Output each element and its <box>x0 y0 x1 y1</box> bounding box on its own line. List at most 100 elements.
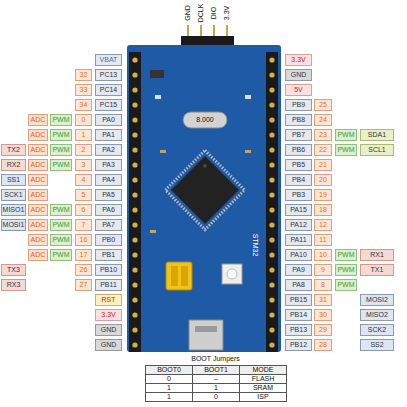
header-pin <box>132 252 137 257</box>
pin-number: 29 <box>314 324 332 336</box>
table-cell: ISP <box>239 392 287 402</box>
pin-label: PB13 <box>285 324 312 336</box>
pin-label: PA9 <box>285 264 312 276</box>
pin-number: 18 <box>314 204 332 216</box>
pin-number: 32 <box>75 69 92 81</box>
pin-number: 2 <box>75 144 92 156</box>
reset-pin: RST <box>95 294 122 306</box>
pwm-tag: PWM <box>50 114 72 126</box>
pin-label: PB1 <box>95 249 122 261</box>
pin-label: PB11 <box>95 279 122 291</box>
power-pin: 3.3V <box>285 54 312 66</box>
pin-label: PA3 <box>95 159 122 171</box>
pwm-tag: PWM <box>335 129 357 141</box>
pin-label: PA12 <box>285 219 312 231</box>
pin-label: PB6 <box>285 144 312 156</box>
adc-tag: ADC <box>28 204 48 216</box>
pin-label: PA11 <box>285 234 312 246</box>
pin-label: PB8 <box>285 114 312 126</box>
pin-number: 27 <box>75 279 92 291</box>
pin-label: PB7 <box>285 129 312 141</box>
pin-label: PA7 <box>95 219 122 231</box>
header-pin <box>269 117 274 122</box>
bus-tag: RX2 <box>1 159 26 171</box>
bus-tag: SCL1 <box>360 144 394 156</box>
header-pin <box>269 207 274 212</box>
power-pin: 5V <box>285 84 312 96</box>
header-pin <box>269 177 274 182</box>
header-pin <box>132 177 137 182</box>
bus-tag: SCK1 <box>1 189 26 201</box>
adc-tag: ADC <box>28 144 48 156</box>
header-pin <box>269 102 274 107</box>
bus-tag: SS2 <box>360 339 394 351</box>
pin-number: 8 <box>314 279 332 291</box>
header-pin <box>269 297 274 302</box>
header-pin <box>132 222 137 227</box>
bus-tag: SS1 <box>1 174 26 186</box>
pwm-tag: PWM <box>50 144 72 156</box>
pin-label: PC14 <box>95 84 122 96</box>
pin-number: 7 <box>75 219 92 231</box>
header-pin <box>269 87 274 92</box>
pin-number: 30 <box>314 309 332 321</box>
pin-label: PC15 <box>95 99 122 111</box>
board-marking: 8.000 <box>188 115 222 125</box>
pin-label: PA0 <box>95 114 122 126</box>
boot-jumpers <box>166 262 192 290</box>
pin-label: PA4 <box>95 174 122 186</box>
smd-part <box>150 230 156 233</box>
header-pin <box>269 267 274 272</box>
adc-tag: ADC <box>28 249 48 261</box>
header-pin <box>269 327 274 332</box>
header-pin <box>269 57 274 62</box>
pin-label: PA1 <box>95 129 122 141</box>
pwm-tag: PWM <box>50 159 72 171</box>
header-pin <box>269 72 274 77</box>
header-pin <box>269 147 274 152</box>
header-pin <box>132 117 137 122</box>
pin-label: PA6 <box>95 204 122 216</box>
pwm-tag: PWM <box>335 279 357 291</box>
header-pin-label: DIO <box>209 0 219 30</box>
table-title: BOOT Jumpers <box>145 355 286 365</box>
pin-label: PB5 <box>285 159 312 171</box>
pin-label: PA2 <box>95 144 122 156</box>
bus-tag: MISO2 <box>360 309 394 321</box>
top-header <box>181 25 234 48</box>
left-header <box>129 52 141 352</box>
bus-tag: RX3 <box>1 279 26 291</box>
header-pin <box>269 312 274 317</box>
header-pin <box>132 72 137 77</box>
header-pin <box>132 237 137 242</box>
header-pin <box>132 87 137 92</box>
pin-label: VBAT <box>95 54 122 66</box>
led <box>245 95 251 99</box>
header-pin <box>132 192 137 197</box>
adc-tag: ADC <box>28 174 48 186</box>
pin-number: 34 <box>75 99 92 111</box>
pin-number: 4 <box>75 174 92 186</box>
pcb <box>127 45 281 352</box>
table-cell: 0 <box>192 392 240 402</box>
crystal <box>183 112 227 128</box>
pin-label: PB3 <box>285 189 312 201</box>
pin-number: 17 <box>75 249 92 261</box>
pwm-tag: PWM <box>335 144 357 156</box>
mcu-chip <box>165 150 244 229</box>
reset-button <box>222 264 242 284</box>
pin-number: 25 <box>314 99 332 111</box>
header-pin <box>132 57 137 62</box>
board-marking: STM32 <box>250 228 260 262</box>
pin-number: 24 <box>314 114 332 126</box>
pin-label: PB14 <box>285 309 312 321</box>
pin-number: 20 <box>314 174 332 186</box>
bus-tag: SDA1 <box>360 129 394 141</box>
usb-connector <box>189 320 223 350</box>
pin-label: PB4 <box>285 174 312 186</box>
pwm-tag: PWM <box>50 204 72 216</box>
pin-number: 22 <box>314 144 332 156</box>
adc-tag: ADC <box>28 189 48 201</box>
header-pin <box>269 132 274 137</box>
pin-number: 23 <box>314 129 332 141</box>
